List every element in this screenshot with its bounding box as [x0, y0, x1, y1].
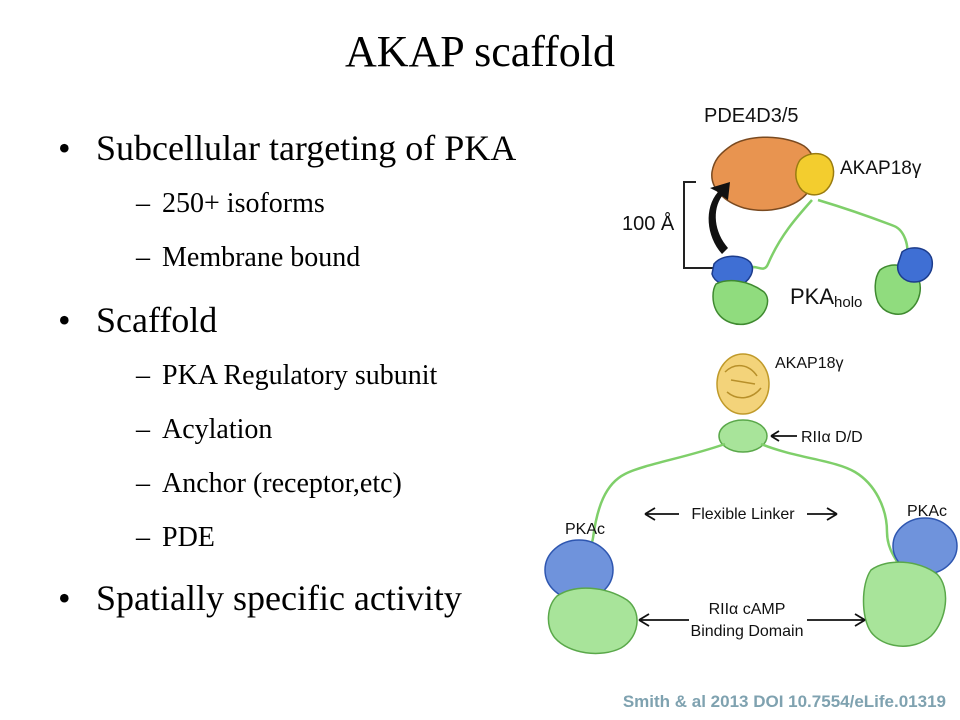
curved-arrow-icon: [708, 182, 730, 254]
pka-regulatory-left: [712, 279, 769, 326]
pka-holo-label: PKAholo: [790, 284, 862, 311]
linker-top-left: [749, 199, 813, 270]
linker-top-right: [817, 198, 909, 259]
linker-label-bg: [679, 502, 807, 524]
bullet-spatially-specific: Spatially specific activity: [58, 580, 618, 616]
distance-label: 100 Å: [622, 212, 675, 235]
linker-label: Flexible Linker: [691, 506, 795, 523]
pde-label: PDE4D3/5: [704, 105, 799, 127]
bullet-subcellular-targeting: Subcellular targeting of PKA: [58, 130, 618, 166]
distance-bracket: [683, 181, 714, 269]
linker-right: [760, 442, 903, 569]
subbullet-anchor: Anchor (receptor,etc): [58, 470, 618, 499]
pka-catalytic-right: [896, 247, 934, 283]
subbullet-acylation: Acylation: [58, 416, 618, 445]
camp-label-line1: RIIα cAMP: [709, 601, 786, 618]
akap-pde-schematic: PDE4D3/5 AKAP18γ 100 Å PKAholo: [622, 105, 934, 326]
pkac-right-label: PKAc: [907, 503, 947, 520]
akap-structure-figure: AKAP18γ RIIα D/D Flexible Linker PKAc PK…: [544, 353, 958, 655]
rii-right-structure: [862, 561, 947, 647]
akap-structure: [716, 353, 770, 415]
dd-arrow: [770, 430, 797, 442]
camp-label-line2: Binding Domain: [691, 623, 804, 640]
slide-title: AKAP scaffold: [344, 27, 616, 76]
rii-left-structure: [547, 587, 638, 655]
citation-text: Smith & al 2013 DOI 10.7554/eLife.01319: [622, 692, 946, 711]
subbullet-isoforms: 250+ isoforms: [58, 190, 618, 219]
akap-structure-detail: [724, 364, 762, 399]
rii-dd-domain: [718, 419, 768, 453]
bullet-scaffold: Scaffold: [58, 302, 618, 338]
pde-blob: [711, 136, 816, 211]
dd-label: RIIα D/D: [801, 429, 863, 446]
camp-label-bg: [689, 598, 807, 646]
subbullet-pde: PDE: [58, 524, 618, 553]
bullet-list: Subcellular targeting of PKA 250+ isofor…: [58, 130, 618, 616]
akap-label-bottom: AKAP18γ: [775, 355, 843, 372]
subbullet-membrane-bound: Membrane bound: [58, 244, 618, 273]
akap-blob: [795, 152, 835, 196]
pkac-left-label: PKAc: [565, 521, 605, 538]
akap-label-top: AKAP18γ: [840, 158, 922, 179]
subbullet-pka-regulatory: PKA Regulatory subunit: [58, 362, 618, 391]
